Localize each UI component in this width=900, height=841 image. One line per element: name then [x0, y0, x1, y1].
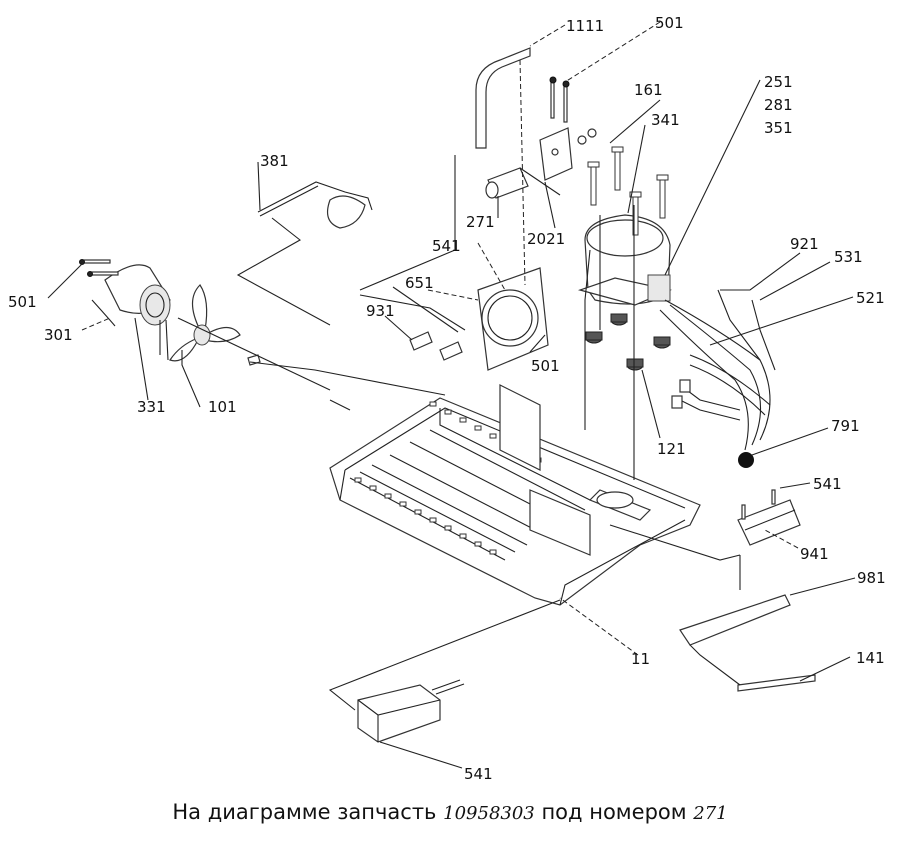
label-541-right: 541	[813, 475, 842, 493]
caption-middle: под номером	[541, 800, 687, 824]
bracket-2021	[539, 76, 597, 181]
label-521: 521	[856, 289, 885, 307]
label-791: 791	[831, 417, 860, 435]
label-501-mid: 501	[531, 357, 560, 375]
label-121: 121	[657, 440, 686, 458]
bracket-941	[737, 489, 801, 546]
label-2021: 2021	[527, 230, 565, 248]
tube-1111	[475, 47, 531, 149]
exploded-parts-diagram: 1111 501 161 251 281 351 341 381 271 202…	[8, 14, 886, 783]
label-651: 651	[405, 274, 434, 292]
clips-931	[409, 331, 463, 361]
label-301: 301	[44, 326, 73, 344]
caption-part-label: 271	[693, 803, 728, 824]
base-tray	[329, 384, 701, 606]
label-351: 351	[764, 119, 793, 137]
label-331: 331	[137, 398, 166, 416]
label-251: 251	[764, 73, 793, 91]
label-531: 531	[834, 248, 863, 266]
label-501-left: 501	[8, 293, 37, 311]
part-labels: 1111 501 161 251 281 351 341 381 271 202…	[8, 14, 886, 783]
label-141: 141	[856, 649, 885, 667]
label-161: 161	[634, 81, 663, 99]
assembly-guide-lines	[177, 59, 741, 711]
label-541-bottom: 541	[464, 765, 493, 783]
fan-blade-101	[169, 284, 261, 366]
fan-shroud-651	[477, 267, 549, 371]
label-541-mid: 541	[432, 237, 461, 255]
label-1111: 1111	[566, 17, 604, 35]
label-341: 341	[651, 111, 680, 129]
wire-harness	[659, 289, 776, 468]
compressor	[577, 146, 672, 371]
label-281: 281	[764, 96, 793, 114]
electronic-module	[357, 679, 465, 743]
label-11: 11	[631, 650, 650, 668]
label-931: 931	[366, 302, 395, 320]
label-501-top: 501	[655, 14, 684, 32]
condenser-loop-381	[257, 181, 373, 229]
leader-lines	[47, 21, 856, 769]
caption-part-number: 10958303	[443, 803, 535, 824]
label-921: 921	[790, 235, 819, 253]
drain-tube-141	[737, 674, 816, 692]
label-381: 381	[260, 152, 289, 170]
diagram-caption: На диаграмме запчасть 10958303 под номер…	[0, 790, 900, 841]
fan-motor-331	[79, 259, 171, 361]
label-981: 981	[857, 569, 886, 587]
label-941: 941	[800, 545, 829, 563]
caption-prefix: На диаграмме запчасть	[172, 800, 437, 824]
label-101: 101	[208, 398, 237, 416]
label-271: 271	[466, 213, 495, 231]
plate-981	[679, 555, 791, 646]
part-271	[485, 167, 529, 199]
